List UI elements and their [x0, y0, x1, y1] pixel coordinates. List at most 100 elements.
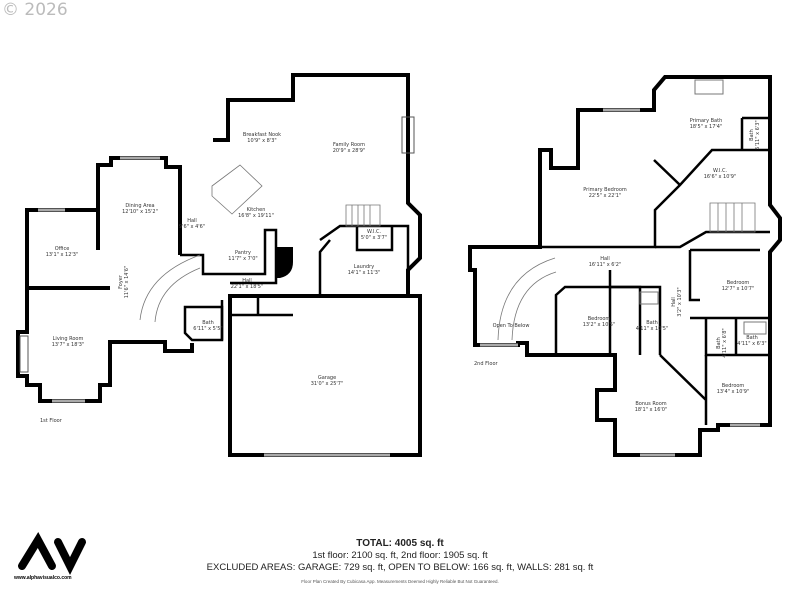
- total-area: TOTAL: 4005 sq. ft: [356, 538, 444, 549]
- room-dims: 10'9" x 8'3": [247, 138, 276, 144]
- wall: [608, 270, 662, 355]
- room-name: Pantry: [235, 250, 251, 256]
- wall: [688, 248, 760, 302]
- website-url: www.alphavisualco.com: [14, 575, 72, 581]
- bathtub: [639, 291, 659, 305]
- room-name: Dining Area: [125, 203, 154, 209]
- room-dims: 11'7" x 7'0": [228, 256, 257, 262]
- room-dims: 4'11" x 10'5": [636, 326, 669, 332]
- first-floor-walls: [16, 73, 422, 457]
- wall: [653, 159, 681, 186]
- room-dims: 12'7" x 10'7": [722, 286, 755, 292]
- room-name: Family Room: [333, 142, 365, 148]
- wall: [355, 226, 394, 252]
- room-dims: 3'2" x 10'3": [677, 287, 683, 316]
- room-name: Laundry: [354, 264, 374, 270]
- room-dims: 18'1" x 16'0": [635, 407, 668, 413]
- area-summary: TOTAL: 4005 sq. ft 1st floor: 2100 sq. f…: [0, 538, 800, 584]
- room-dims: 13'2" x 10'5": [583, 322, 616, 328]
- room-name: Primary Bedroom: [583, 187, 627, 193]
- wall: [228, 294, 422, 457]
- room-name: Bath: [749, 129, 755, 141]
- room-name: Bedroom: [727, 280, 750, 286]
- curved-staircase-1f: [139, 254, 201, 323]
- room-dims: 5'11" x 6'3": [755, 120, 761, 149]
- room-dims: 4'11" x 6'3": [737, 341, 766, 347]
- room-dims: 5'0" x 3'7": [361, 235, 387, 241]
- wall: [16, 208, 194, 403]
- room-name: Kitchen: [247, 207, 266, 213]
- room-dims: 16'11" x 6'2": [589, 262, 622, 268]
- room-dims: 31'0" x 25'7": [311, 381, 344, 387]
- fireplace-living-room: [19, 335, 29, 373]
- alpha-visual-logo: [18, 531, 86, 575]
- second-floor-walls: [468, 75, 782, 457]
- room-dims: 18'5" x 17'4": [690, 124, 723, 130]
- wall: [183, 305, 224, 342]
- wall: [540, 148, 770, 249]
- room-dims: 11'6" x 14'6": [124, 266, 130, 299]
- room-name: Garage: [318, 375, 336, 381]
- room-name: Bonus Room: [635, 401, 666, 407]
- wall: [659, 354, 708, 425]
- stairs-2f: [709, 202, 756, 233]
- room-name: W.I.C.: [367, 229, 382, 235]
- copyright-watermark: © 2026: [2, 0, 68, 20]
- excluded-areas: EXCLUDED AREAS: GARAGE: 729 sq. ft, OPEN…: [206, 562, 594, 573]
- room-name: Foyer: [118, 274, 124, 289]
- room-dims: 16'8" x 19'11": [238, 213, 274, 219]
- room-name: Hall: [187, 218, 197, 224]
- room-name: Hall: [600, 256, 610, 262]
- wall: [54, 538, 86, 575]
- wall: [468, 75, 782, 457]
- room-name: Office: [55, 246, 70, 252]
- room-dims: 4'11" x 6'8": [722, 328, 728, 357]
- wall: [228, 296, 293, 317]
- room-dims: 9'6" x 4'6": [179, 224, 205, 230]
- stairs-1f: [345, 204, 381, 227]
- room-name: Open To Below: [493, 323, 530, 329]
- room-name: W.I.C.: [713, 168, 728, 174]
- room-dims: 13'4" x 10'9": [717, 389, 750, 395]
- room-dims: 22'1" x 18'5": [231, 284, 264, 290]
- wall: [213, 73, 422, 296]
- floor-label-2nd: 2nd Floor: [474, 361, 498, 367]
- floor-areas: 1st floor: 2100 sq. ft, 2nd floor: 1905 …: [312, 550, 488, 561]
- room-dims: 16'6" x 10'9": [704, 174, 737, 180]
- room-dims: 14'1" x 11'3": [348, 270, 381, 276]
- room-name: Primary Bath: [690, 118, 723, 124]
- wall: [18, 531, 56, 570]
- kitchen-column: [276, 247, 293, 278]
- room-name: Bath: [716, 337, 722, 349]
- room-dims: 6'11" x 5'5": [193, 326, 222, 332]
- wall: [655, 230, 770, 249]
- room-name: Hall: [671, 297, 677, 307]
- room-dims: 13'7" x 18'3": [52, 342, 85, 348]
- wall: [554, 285, 642, 355]
- room-dims: 22'5" x 22'1": [589, 193, 622, 199]
- room-name: Bath: [646, 320, 658, 326]
- curved-staircase-2f: [497, 257, 557, 341]
- floor-label-1st: 1st Floor: [40, 418, 63, 424]
- room-name: Bedroom: [588, 316, 611, 322]
- room-name: Bath: [202, 320, 214, 326]
- bathtub: [743, 321, 767, 335]
- wall: [690, 316, 770, 357]
- room-name: Bath: [746, 335, 758, 341]
- room-dims: 13'1" x 12'3": [46, 252, 79, 258]
- room-name: Bedroom: [722, 383, 745, 389]
- fireplace-family-room: [401, 116, 415, 154]
- room-name: Living Room: [53, 336, 84, 342]
- room-name: Hall: [242, 278, 252, 284]
- bathtub-primary: [694, 79, 724, 95]
- room-dims: 12'10" x 15'2": [122, 209, 158, 215]
- disclaimer: Floor Plan Created By Cubicasa App. Meas…: [301, 579, 499, 584]
- room-dims: 20'9" x 28'9": [333, 148, 366, 154]
